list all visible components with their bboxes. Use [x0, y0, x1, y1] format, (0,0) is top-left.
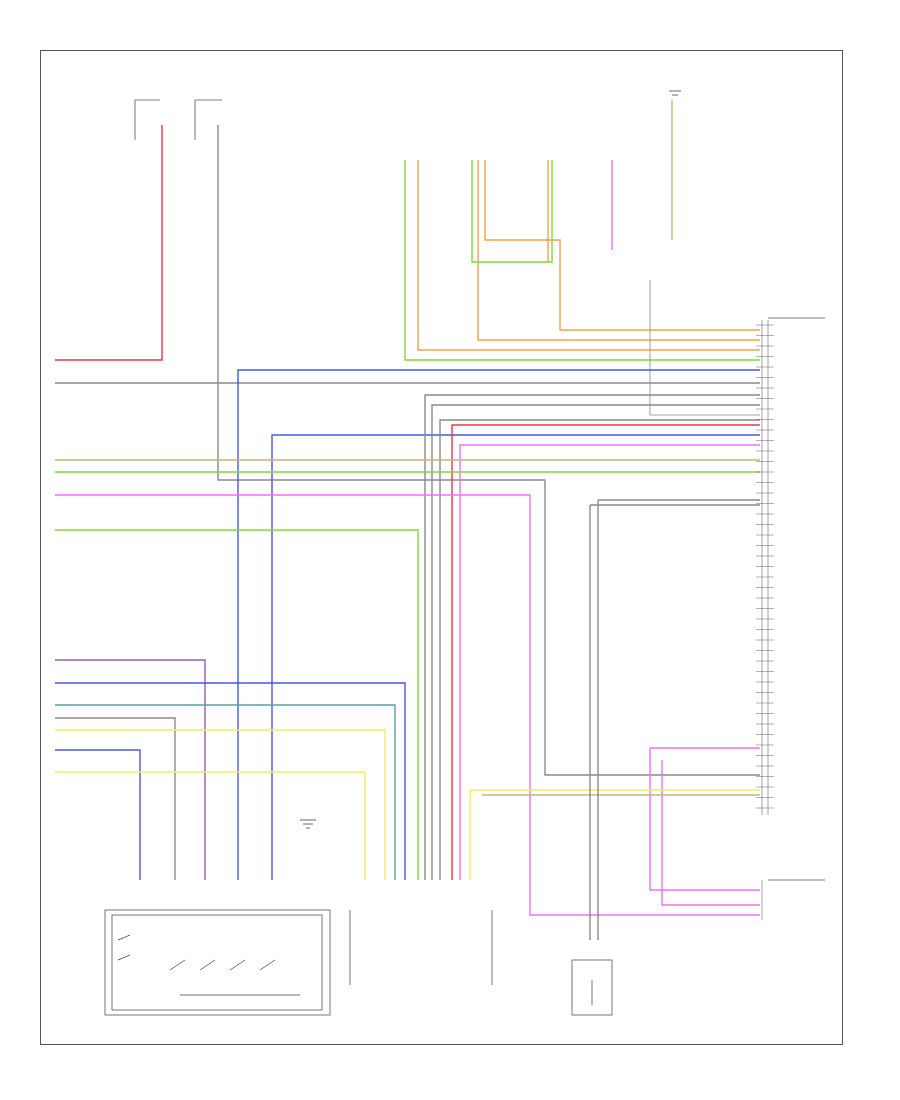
wire-green-left-2: [55, 529, 419, 880]
wire-gray-right-1: [589, 504, 760, 940]
wire-gray-right-2: [597, 499, 760, 940]
wire-gray-bundle-3: [439, 419, 760, 880]
switch-contacts: [117, 934, 300, 996]
wire-gray-left-short: [55, 717, 176, 880]
fuse-bracket-right: [194, 99, 222, 140]
wire-gray-bundle-1: [424, 394, 760, 880]
wire-gray-switch: [649, 280, 760, 416]
autoshift-selector-box: [104, 909, 331, 1016]
wire-orange-sensor-1: [417, 160, 760, 351]
wire-orange-sensor-3: [484, 160, 760, 331]
wire-blue-1: [237, 369, 760, 880]
reverse-sensor-box: [571, 959, 613, 1016]
wire-green-sensor-2: [471, 160, 553, 263]
wire-violet-left: [55, 659, 206, 880]
wire-gray-fuse: [217, 125, 760, 776]
wire-green-sensor: [404, 160, 760, 361]
wire-pink-bundle: [459, 444, 760, 880]
wire-pink-right-2: [661, 760, 760, 906]
wire-pink-right-1: [649, 747, 760, 891]
wire-blue-2: [271, 434, 760, 880]
fuse-bracket-left: [134, 99, 160, 140]
wire-gray-bundle-2: [431, 404, 760, 880]
electronic-shifter-box: [349, 910, 493, 985]
wire-orange-sensor-2: [477, 160, 760, 341]
diagram-border: [40, 50, 843, 1045]
wire-yellow-right: [469, 789, 760, 880]
connector-bracket-right: [768, 317, 825, 881]
wire-blue-left: [55, 682, 406, 880]
wire-teal-left: [55, 704, 396, 880]
ground-symbol: [300, 90, 681, 829]
wire-blue-left-2: [55, 749, 141, 880]
wire-red-bundle: [451, 424, 760, 880]
terminal-ticks: [756, 324, 774, 809]
wire-pink-left: [55, 494, 760, 916]
wire-yellow-left-2: [55, 771, 366, 880]
wire-yellow-left: [55, 729, 386, 880]
wire-red-feed: [55, 125, 163, 361]
connector-pin-column: [761, 320, 769, 920]
